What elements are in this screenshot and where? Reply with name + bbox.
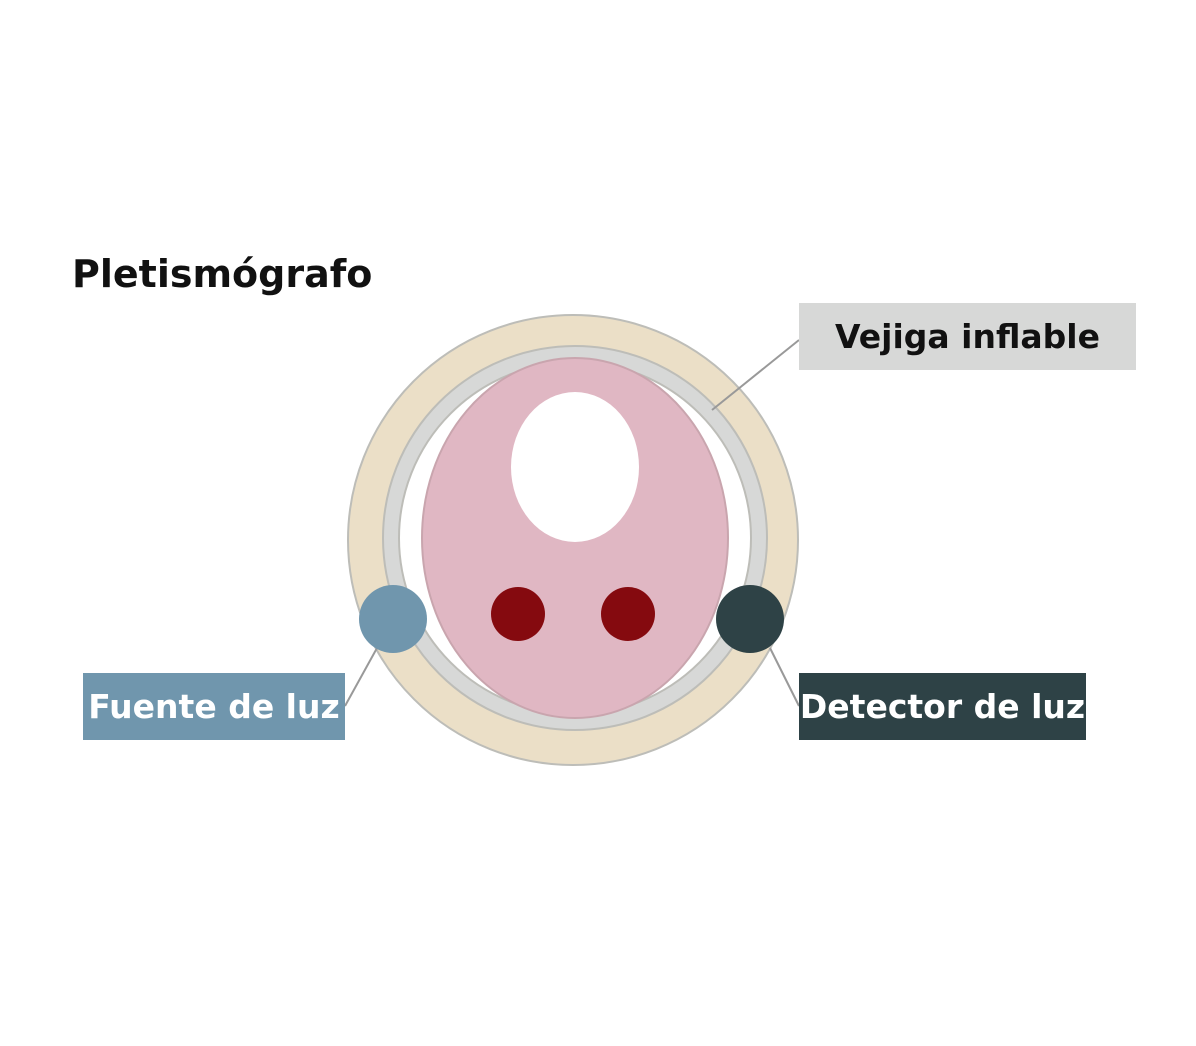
diagram-title: Pletismógrafo <box>72 252 373 296</box>
label-light-source: Fuente de luz <box>83 673 345 740</box>
light-source <box>359 585 427 653</box>
label-inflatable-bladder: Vejiga inflable <box>799 303 1136 370</box>
blood-vessel <box>491 587 545 641</box>
leader-line <box>344 647 378 707</box>
bone <box>511 392 639 542</box>
light-detector <box>716 585 784 653</box>
leader-line <box>769 647 800 707</box>
leader-line <box>711 339 800 411</box>
blood-vessel <box>601 587 655 641</box>
label-light-detector: Detector de luz <box>799 673 1086 740</box>
